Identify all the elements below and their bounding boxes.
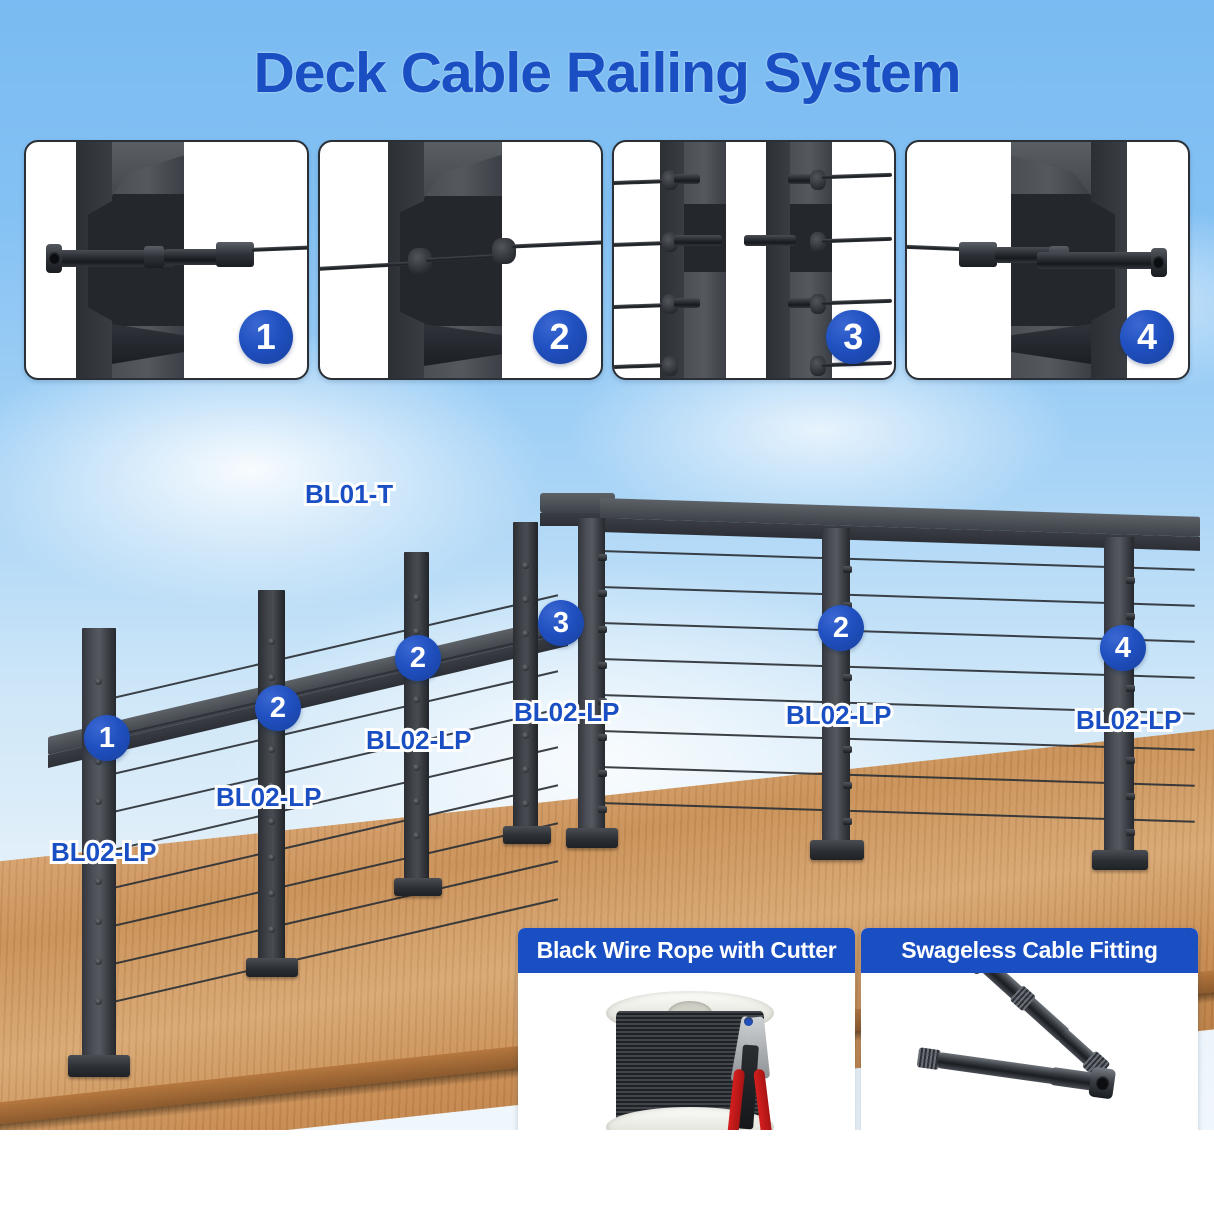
- post-bl02-lp-corner-left: [513, 522, 538, 834]
- scene-badge-4: 4: [1100, 625, 1146, 671]
- panel-4-badge: 4: [1120, 310, 1174, 364]
- product-card-wire-rope-title: Black Wire Rope with Cutter: [518, 928, 855, 973]
- post-base-5: [1092, 850, 1148, 870]
- panel-1-illustration: [26, 142, 307, 378]
- post-base-corner-left: [503, 826, 551, 844]
- post-bl02-lp-4: [822, 528, 852, 848]
- post-base-2: [246, 958, 298, 977]
- scene-badge-2c: 2: [818, 605, 864, 651]
- label-bl02-lp-2: BL02-LP BL02-LP: [213, 779, 324, 815]
- post-base-1: [68, 1055, 130, 1077]
- label-bl02-lp-1: BL02-LP BL02-LP: [48, 834, 159, 870]
- detail-panel-2[interactable]: 2: [317, 140, 603, 380]
- label-bl02-lp-3: BL02-LP BL02-LP: [363, 722, 474, 758]
- post-bl02-lp-1: [82, 628, 116, 1068]
- label-bl01-t: BL01-T BL01-T: [302, 476, 396, 512]
- detail-panel-3[interactable]: 3: [611, 140, 897, 380]
- scene-badge-2b: 2: [395, 635, 441, 681]
- detail-panel-1[interactable]: 1: [24, 140, 309, 380]
- top-rail-corner-cap: [540, 493, 615, 513]
- page-title: Deck Cable Railing System: [253, 41, 962, 105]
- panel-3-badge: 3: [826, 310, 881, 364]
- scene-badge-3: 3: [538, 600, 584, 646]
- panel-2-badge: 2: [532, 310, 587, 364]
- railing-scene: 1 2 2 3 2 4 BL01-T BL01-T BL02-LP BL02-L…: [0, 400, 1214, 1166]
- panel-4-illustration: [907, 142, 1188, 378]
- detail-panel-row: 1 2: [24, 140, 1190, 380]
- post-base-4: [810, 840, 864, 860]
- label-bl02-lp-6: BL02-LP BL02-LP: [1073, 702, 1184, 738]
- post-bl02-lp-3: [404, 552, 429, 887]
- product-card-swageless-fitting-title: Swageless Cable Fitting: [861, 928, 1198, 973]
- bottom-white-strip: [0, 1130, 1214, 1214]
- panel-2-illustration: [319, 142, 601, 378]
- scene-badge-2a: 2: [255, 685, 301, 731]
- post-bl02-lp-2: [258, 590, 285, 968]
- label-bl01-t-stroke: BL01-T: [302, 476, 396, 512]
- panel-3-illustration: [613, 142, 895, 378]
- label-bl01-t-fill: BL01-T: [305, 479, 394, 509]
- label-bl02-lp-5: BL02-LP BL02-LP: [783, 697, 894, 733]
- post-bl02-lp-corner-right: [578, 518, 607, 836]
- label-bl02-lp-4: BL02-LP BL02-LP: [511, 694, 622, 730]
- detail-panel-4[interactable]: 4: [905, 140, 1190, 380]
- post-base-3: [394, 878, 442, 896]
- scene-badge-1: 1: [84, 715, 130, 761]
- panel-1-badge: 1: [238, 310, 293, 364]
- post-bl02-lp-5: [1104, 537, 1135, 859]
- post-base-corner-right: [566, 828, 618, 848]
